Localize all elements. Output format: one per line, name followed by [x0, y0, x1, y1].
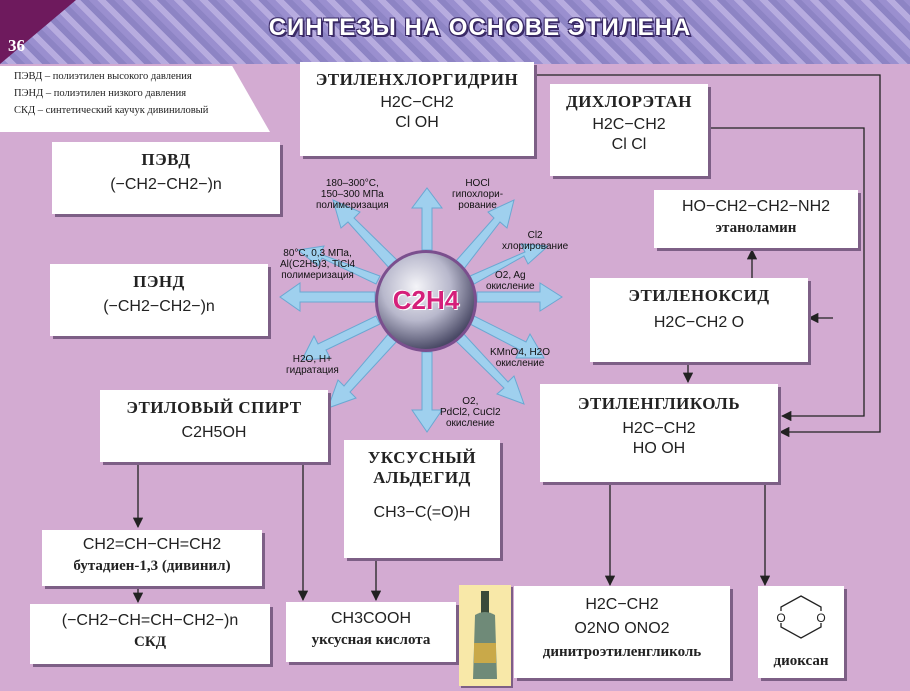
ethanolamine-name: этаноламин: [715, 220, 797, 236]
svg-text:O: O: [816, 611, 825, 625]
arrow-left-down: [301, 315, 381, 361]
condition-chlorination: Cl2 хлорирование: [502, 230, 569, 252]
dinitro-name: динитроэтиленгликоль: [542, 644, 702, 660]
arrow-right: [476, 282, 563, 312]
page-title: СИНТЕЗЫ НА ОСНОВЕ ЭТИЛЕНА: [268, 14, 692, 41]
condition-hydration: H2O, H+ гидратация: [286, 354, 339, 376]
arrow-right-down: [469, 315, 545, 359]
butadiene-formula: CH2=CH−CH=CH2: [82, 536, 222, 553]
butadiene-box: CH2=CH−CH=CH2 бутадиен-1,3 (дивинил): [42, 530, 262, 586]
dinitro-box: H2C−CH2 O2NO ONO2 динитроэтиленгликоль: [514, 586, 730, 678]
arrow-down-right: [454, 331, 525, 405]
legend-item: ПЭВД – полиэтилен высокого давления: [14, 71, 192, 82]
header-band: [0, 0, 910, 64]
ethanolamine-box: HO−CH2−CH2−NH2 этаноламин: [654, 190, 858, 248]
arrow-right-up: [469, 243, 550, 285]
ethanol-name: ЭТИЛОВЫЙ СПИРТ: [126, 398, 302, 417]
ethylene-oxide-name: ЭТИЛЕНОКСИД: [628, 286, 770, 305]
skd-formula: (−CH2−CH=CH−CH2−)n: [61, 612, 239, 629]
acetic-acid-formula: CH3COOH: [330, 610, 411, 627]
arrow-down: [411, 351, 443, 433]
ethylene-formula: C2H4: [392, 285, 460, 315]
chlorohydrin-formula: H2C−CH2: [380, 94, 454, 111]
ethylene-glycol-box: ЭТИЛЕНГЛИКОЛЬ H2C−CH2 HO OH: [540, 384, 778, 482]
acetic-acid-name: уксусная кислота: [311, 632, 431, 648]
radial-arrows: [279, 187, 563, 433]
acetaldehyde-name-2: АЛЬДЕГИД: [373, 468, 471, 487]
legend-item: ПЭНД – полиэтилен низкого давления: [14, 88, 187, 99]
pend-box: ПЭНД (−CH2−CH2−)n: [50, 264, 268, 336]
dioxane-ring-icon: O O: [775, 595, 827, 639]
dioxane-name: диоксан: [773, 653, 829, 669]
ethanolamine-formula: HO−CH2−CH2−NH2: [681, 198, 831, 215]
condition-kmno4: KMnO4, H2O окисление: [490, 347, 551, 369]
bottle-icon: [473, 591, 497, 679]
dichloroethane-name: ДИХЛОРЭТАН: [566, 92, 692, 111]
dichloroethane-formula: H2C−CH2: [592, 116, 666, 133]
arrow-left: [279, 282, 376, 312]
acetic-acid-box: CH3COOH уксусная кислота: [286, 602, 456, 662]
arrow-up-right: [454, 199, 515, 271]
ethylene-glycol-substituents: HO OH: [632, 440, 686, 457]
dichloroethane-box: ДИХЛОРЭТАН H2C−CH2 Cl Cl: [550, 84, 708, 176]
condition-hocl: HOCl гипохлори- рование: [452, 178, 504, 211]
chlorohydrin-box: ЭТИЛЕНХЛОРГИДРИН H2C−CH2 Cl OH: [300, 62, 534, 156]
pevd-name: ПЭВД: [141, 150, 191, 169]
skd-box: (−CH2−CH=CH−CH2−)n СКД: [30, 604, 270, 664]
pevd-box: ПЭВД (−CH2−CH2−)n: [52, 142, 280, 214]
ethylene-sphere: [375, 250, 477, 352]
pend-formula: (−CH2−CH2−)n: [103, 298, 215, 315]
page-corner: [0, 0, 76, 64]
ethylene-glycol-formula: H2C−CH2: [622, 420, 696, 437]
connector-lines: [132, 74, 881, 604]
pend-name: ПЭНД: [133, 272, 185, 291]
pevd-formula: (−CH2−CH2−)n: [110, 176, 222, 193]
ethylene-oxide-box: ЭТИЛЕНОКСИД H2C−CH2 O: [590, 278, 808, 362]
acetaldehyde-formula: CH3−C(=O)H: [373, 504, 471, 521]
chlorohydrin-substituents: Cl OH: [395, 114, 439, 131]
acetaldehyde-box: УКСУСНЫЙ АЛЬДЕГИД CH3−C(=O)H: [344, 440, 500, 558]
condition-pdcl2: O2, PdCl2, CuCl2 окисление: [440, 396, 501, 429]
dichloroethane-substituents: Cl Cl: [611, 136, 647, 153]
dioxane-box: O O диоксан: [758, 586, 844, 678]
svg-text:O: O: [776, 611, 785, 625]
bottle-image: [459, 585, 511, 686]
skd-name: СКД: [133, 634, 167, 650]
acetaldehyde-name: УКСУСНЫЙ: [367, 448, 477, 467]
ethanol-box: ЭТИЛОВЫЙ СПИРТ C2H5OH: [100, 390, 328, 462]
arrow-left-up: [296, 245, 381, 285]
arrow-up: [411, 187, 443, 251]
ethylene-glycol-name: ЭТИЛЕНГЛИКОЛЬ: [577, 394, 741, 413]
ethanol-formula: C2H5OH: [181, 424, 247, 441]
arrow-up-left: [332, 199, 400, 271]
dinitro-substituents: O2NO ONO2: [574, 620, 670, 637]
ethylene-oxide-formula: H2C−CH2 O: [653, 314, 745, 331]
condition-oxidation-ag: O2, Ag окисление: [486, 270, 535, 292]
page-number: 36: [8, 36, 25, 55]
chlorohydrin-name: ЭТИЛЕНХЛОРГИДРИН: [315, 70, 519, 89]
butadiene-name: бутадиен-1,3 (дивинил): [73, 558, 231, 574]
arrow-down-left: [327, 331, 399, 409]
legend-item: СКД – синтетический каучук дивиниловый: [14, 105, 209, 116]
abbreviation-legend: ПЭВД – полиэтилен высокого давления ПЭНД…: [0, 66, 270, 132]
condition-polymerization-high: 180–300°C, 150–300 МПа полимеризация: [316, 178, 389, 211]
condition-polymerization-low: 80°C, 0,3 МПа, Al(C2H5)3, TiCl4 полимери…: [280, 248, 356, 281]
dinitro-formula: H2C−CH2: [585, 596, 659, 613]
